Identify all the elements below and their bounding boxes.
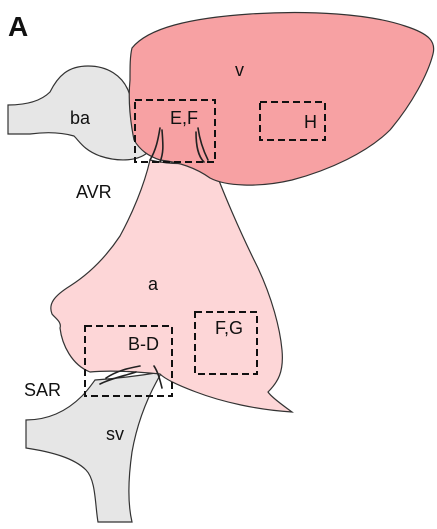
atrium-label: a <box>148 274 159 294</box>
ventricle-box-label: H <box>304 112 317 132</box>
avr-box-label: E,F <box>170 108 198 128</box>
atrium-box-label: F,G <box>215 318 243 338</box>
bulbus-arteriosus-label: ba <box>70 108 91 128</box>
sar-label: SAR <box>24 380 61 400</box>
ventricle-shape <box>129 13 433 186</box>
avr-label: AVR <box>76 182 112 202</box>
ventricle-label: v <box>235 60 244 80</box>
sinus-venosus-label: sv <box>106 424 124 444</box>
sar-box-label: B-D <box>128 334 159 354</box>
panel-letter: A <box>8 11 28 42</box>
